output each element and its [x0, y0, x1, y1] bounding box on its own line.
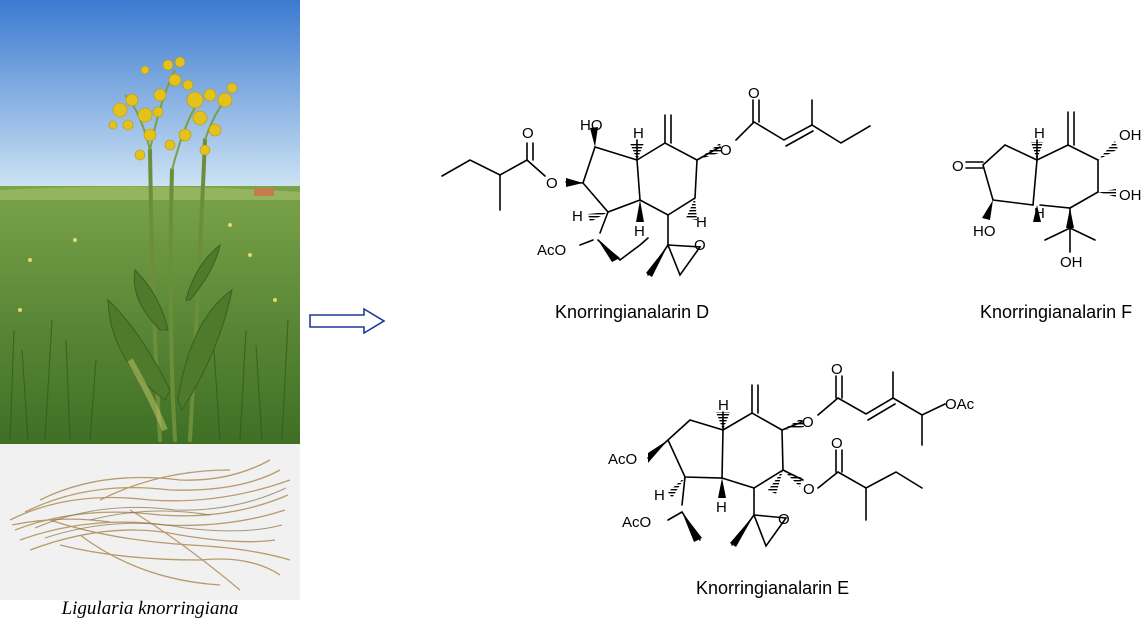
- plant-photo: [0, 0, 300, 600]
- wedge-bond: [590, 127, 598, 147]
- atom-label-h: H: [654, 487, 665, 504]
- atom-label-o: O: [831, 361, 843, 378]
- atom-label-h: H: [716, 499, 727, 516]
- plant-photo-panel: Ligularia knorringiana: [0, 0, 300, 630]
- atom-label-o: O: [748, 85, 760, 102]
- compound-name-f: Knorringianalarin F: [980, 302, 1132, 322]
- atom-label-oac: OAc: [945, 396, 975, 413]
- atom-label-h: H: [718, 397, 729, 414]
- structure-knorringianalarin-f: [965, 111, 1099, 253]
- structure-knorringianalarin-d: [441, 99, 871, 277]
- atom-label-aco: AcO: [537, 242, 566, 259]
- atom-label-o: O: [803, 481, 815, 498]
- atom-label-o: O: [522, 125, 534, 142]
- atom-label-oh: OH: [1119, 127, 1142, 144]
- plant-caption: Ligularia knorringiana: [61, 598, 239, 619]
- atom-label-oh: OH: [1119, 187, 1142, 204]
- atom-label-aco: AcO: [608, 451, 637, 468]
- atom-label-ho: HO: [973, 223, 996, 240]
- root-bundle: [9, 459, 291, 591]
- atom-label-h: H: [572, 208, 583, 225]
- atom-label-h: H: [634, 223, 645, 240]
- atom-label-o: O: [694, 237, 706, 254]
- atom-label-h: H: [1034, 205, 1045, 222]
- right-arrow-icon: [309, 307, 386, 335]
- flower-cluster: [108, 56, 238, 161]
- compound-name-e: Knorringianalarin E: [696, 578, 849, 598]
- atom-label-o: O: [802, 414, 814, 431]
- atom-label-ho: HO: [580, 117, 603, 134]
- atom-label-o: O: [778, 511, 790, 528]
- atom-label-o: O: [546, 175, 558, 192]
- atom-label-h: H: [696, 214, 707, 231]
- atom-label-o: O: [831, 435, 843, 452]
- atom-label-o: O: [952, 158, 964, 175]
- atom-label-h: H: [1034, 125, 1045, 142]
- atom-label-h: H: [633, 125, 644, 142]
- structure-knorringianalarin-e: [647, 371, 946, 548]
- compound-name-d: Knorringianalarin D: [555, 302, 709, 322]
- atom-label-aco: AcO: [622, 514, 651, 531]
- atom-label-oh: OH: [1060, 254, 1083, 271]
- atom-label-o: O: [720, 142, 732, 159]
